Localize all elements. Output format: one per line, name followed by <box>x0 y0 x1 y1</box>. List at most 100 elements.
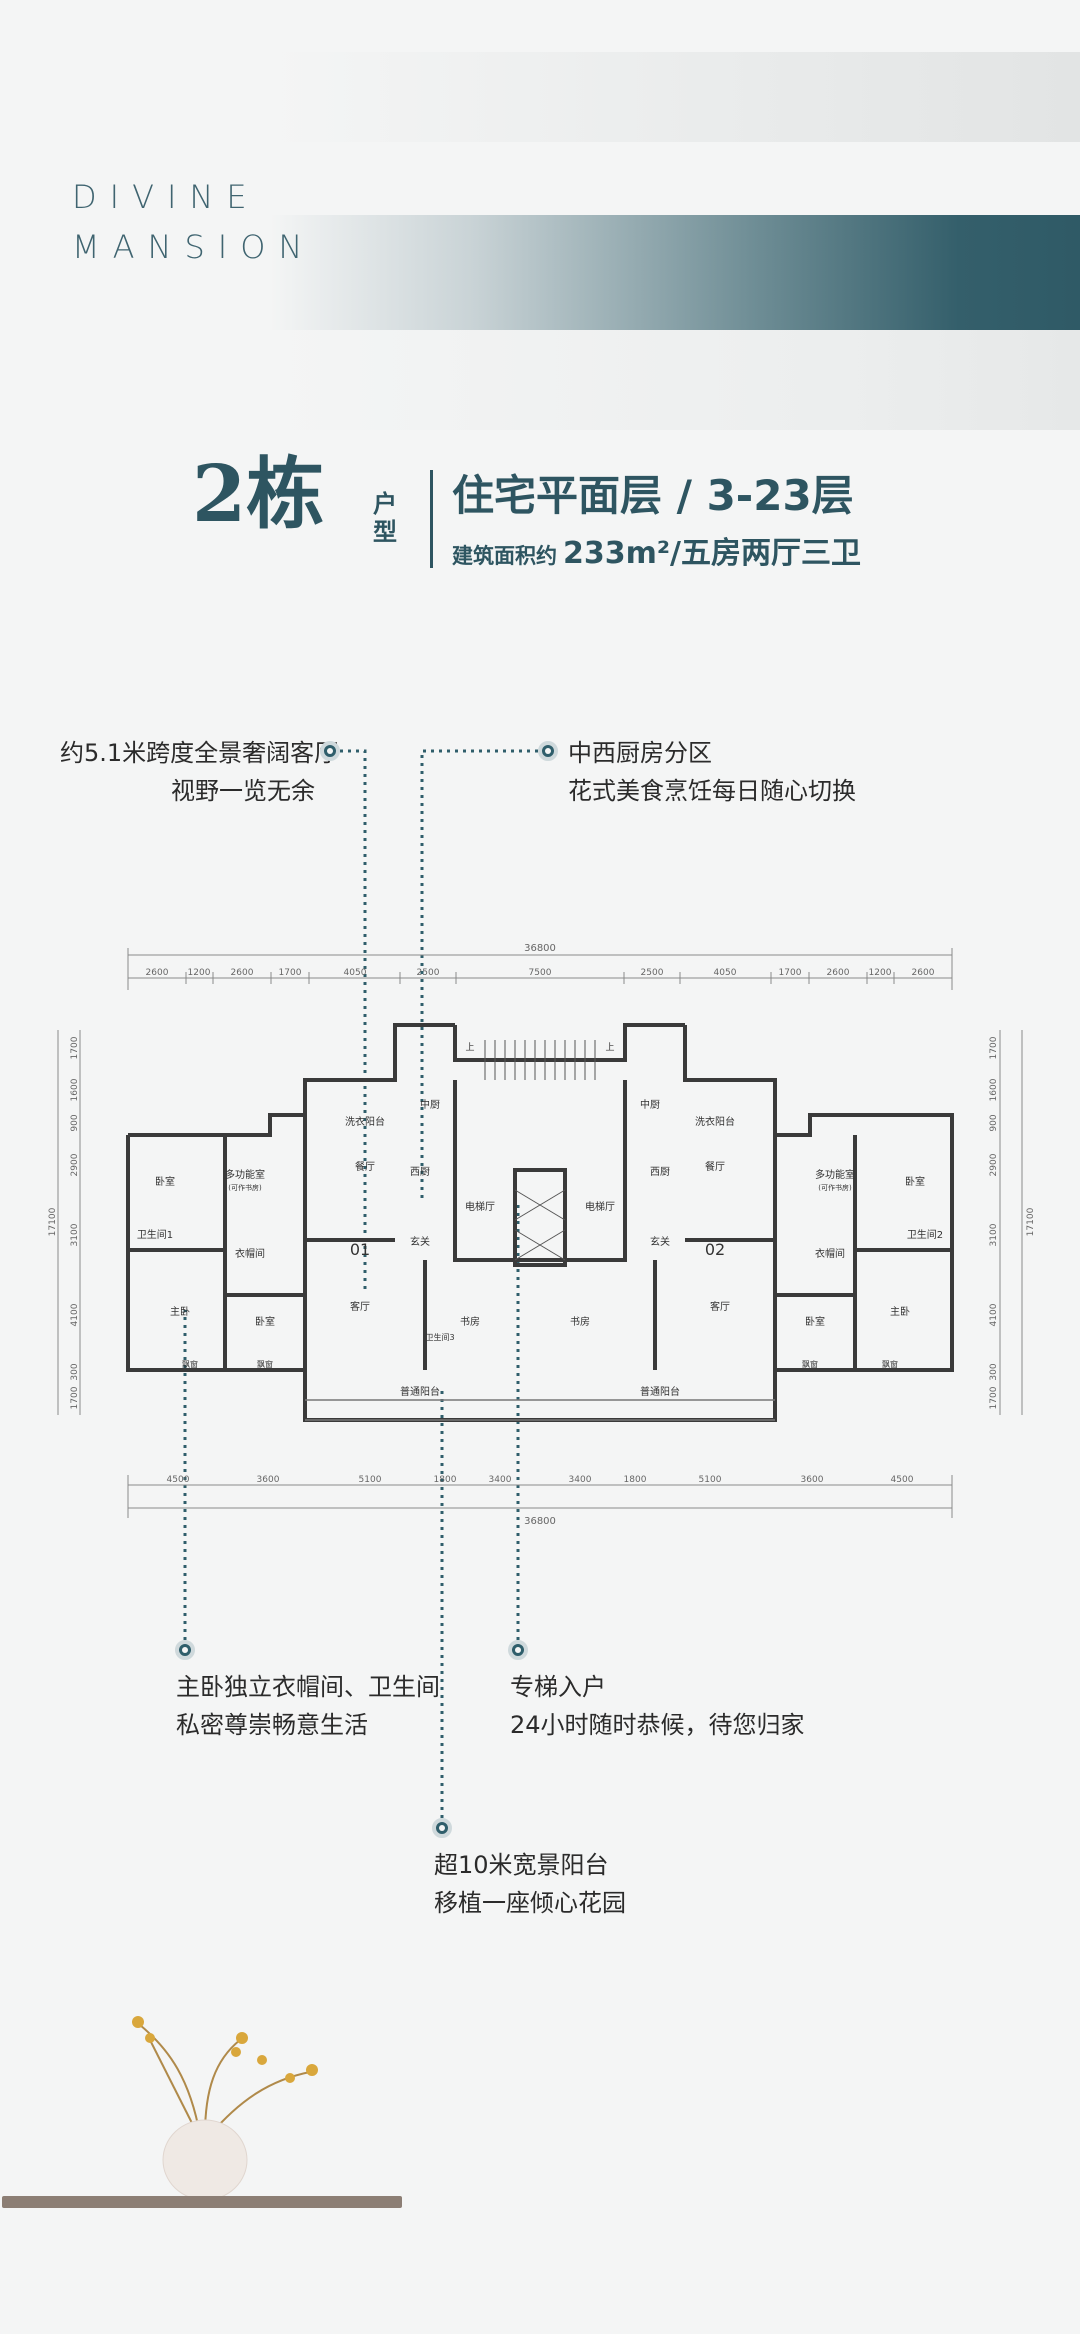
svg-text:3100: 3100 <box>989 1223 999 1246</box>
svg-text:2500: 2500 <box>417 968 440 978</box>
svg-text:主卧: 主卧 <box>890 1305 910 1318</box>
svg-text:餐厅: 餐厅 <box>355 1160 375 1173</box>
svg-text:衣帽间: 衣帽间 <box>815 1247 845 1260</box>
svg-text:中厨: 中厨 <box>420 1098 440 1111</box>
callout-master-line1: 主卧独立衣帽间、卫生间 <box>176 1673 440 1701</box>
svg-text:1200: 1200 <box>869 968 892 978</box>
callout-elevator-line2: 24小时随时恭候，待您归家 <box>510 1711 805 1739</box>
svg-text:1600: 1600 <box>70 1078 80 1101</box>
area-label: 建筑面积约 <box>452 544 557 568</box>
brand-wordmark: DIVINE MANSION <box>72 172 315 272</box>
svg-text:普通阳台: 普通阳台 <box>640 1385 680 1398</box>
floor-title: 住宅平面层 / 3-23层 <box>452 471 854 520</box>
callout-kitchen-line2: 花式美食烹饪每日随心切换 <box>568 777 856 805</box>
svg-text:卧室: 卧室 <box>155 1175 175 1188</box>
svg-text:300: 300 <box>989 1363 999 1380</box>
callout-kitchen-dot <box>538 741 558 761</box>
svg-text:1800: 1800 <box>624 1475 647 1485</box>
callout-balcony-line2: 移植一座倾心花园 <box>434 1889 626 1917</box>
svg-text:玄关: 玄关 <box>650 1235 670 1248</box>
callout-elevator-line1: 专梯入户 <box>510 1673 606 1701</box>
svg-text:2600: 2600 <box>231 968 254 978</box>
svg-text:(可作书房): (可作书房) <box>228 1183 262 1192</box>
svg-text:客厅: 客厅 <box>710 1300 730 1313</box>
svg-text:电梯厅: 电梯厅 <box>465 1200 495 1213</box>
callout-master-dot <box>175 1640 195 1660</box>
svg-text:电梯厅: 电梯厅 <box>585 1200 615 1213</box>
title-divider <box>430 470 433 568</box>
svg-text:卫生间2: 卫生间2 <box>907 1228 943 1241</box>
svg-text:(可作书房): (可作书房) <box>818 1183 852 1192</box>
svg-text:2900: 2900 <box>70 1153 80 1176</box>
callout-balcony: 超10米宽景阳台 移植一座倾心花园 <box>434 1846 626 1922</box>
svg-text:1700: 1700 <box>779 968 802 978</box>
bottom-total-dim: 36800 <box>524 1516 556 1527</box>
svg-text:4050: 4050 <box>714 968 737 978</box>
top-gradient-light <box>270 52 1080 142</box>
svg-text:4100: 4100 <box>70 1303 80 1326</box>
svg-text:3100: 3100 <box>70 1223 80 1246</box>
unit-01-label: 01 <box>350 1240 370 1259</box>
building-number: 2栋 <box>192 449 325 540</box>
bottom-dimension-lines <box>127 1475 953 1518</box>
callout-kitchen-line1: 中西厨房分区 <box>568 739 712 767</box>
svg-text:2600: 2600 <box>827 968 850 978</box>
svg-text:2600: 2600 <box>912 968 935 978</box>
callout-living: 约5.1米跨度全景奢阔客厅 视野一览无余 <box>60 734 339 810</box>
svg-text:3400: 3400 <box>569 1475 592 1485</box>
svg-text:飘窗: 飘窗 <box>802 1359 818 1369</box>
svg-text:1600: 1600 <box>989 1078 999 1101</box>
svg-text:900: 900 <box>989 1114 999 1131</box>
top-gradient-band <box>270 215 1080 330</box>
svg-text:飘窗: 飘窗 <box>257 1359 273 1369</box>
svg-text:书房: 书房 <box>570 1315 590 1328</box>
svg-text:卧室: 卧室 <box>905 1175 925 1188</box>
bottom-dimension-labels: 4500 3600 5100 1800 3400 3400 1800 5100 … <box>167 1475 914 1485</box>
brand-line-2: MANSION <box>72 228 316 266</box>
top-dimension-labels: 2600 1200 2600 1700 4050 2500 7500 2500 … <box>146 968 935 978</box>
svg-text:1200: 1200 <box>188 968 211 978</box>
svg-text:1800: 1800 <box>434 1475 457 1485</box>
room-labels: 卧室 多功能室 (可作书房) 卫生间1 衣帽间 主卧 卧室 餐厅 西厨 中厨 洗… <box>137 1042 943 1398</box>
callout-elevator: 专梯入户 24小时随时恭候，待您归家 <box>510 1668 805 1744</box>
svg-text:洗衣阳台: 洗衣阳台 <box>345 1115 385 1128</box>
svg-text:1700: 1700 <box>70 1036 80 1059</box>
right-total-dim: 17100 <box>1026 1207 1036 1236</box>
top-dimension-lines <box>127 948 953 990</box>
svg-text:1700: 1700 <box>279 968 302 978</box>
unit-02-label: 02 <box>705 1240 725 1259</box>
svg-text:书房: 书房 <box>460 1315 480 1328</box>
svg-text:7500: 7500 <box>529 968 552 978</box>
svg-text:上: 上 <box>605 1042 614 1053</box>
svg-text:4500: 4500 <box>891 1475 914 1485</box>
svg-text:上: 上 <box>465 1042 474 1053</box>
top-gradient-fade <box>270 330 1080 430</box>
svg-text:洗衣阳台: 洗衣阳台 <box>695 1115 735 1128</box>
svg-text:普通阳台: 普通阳台 <box>400 1385 440 1398</box>
vase-body <box>162 2119 248 2201</box>
svg-text:西厨: 西厨 <box>650 1166 670 1178</box>
plan-walls <box>126 1023 954 1422</box>
svg-text:5100: 5100 <box>359 1475 382 1485</box>
svg-text:餐厅: 餐厅 <box>705 1160 725 1173</box>
svg-text:中厨: 中厨 <box>640 1098 660 1111</box>
svg-text:客厅: 客厅 <box>350 1300 370 1313</box>
svg-text:飘窗: 飘窗 <box>882 1359 898 1369</box>
callout-living-dot <box>320 741 340 761</box>
top-total-dim: 36800 <box>524 943 556 954</box>
brand-line-1: DIVINE <box>72 178 260 216</box>
vase-decoration <box>2 2016 402 2208</box>
callout-living-line1: 约5.1米跨度全景奢阔客厅 <box>60 739 339 767</box>
svg-text:飘窗: 飘窗 <box>182 1359 198 1369</box>
svg-text:玄关: 玄关 <box>410 1235 430 1248</box>
floor-plan: 36800 2600 1200 2600 1700 4050 2500 7500… <box>48 943 1036 1527</box>
svg-text:卫生间3: 卫生间3 <box>425 1332 454 1342</box>
dried-branches <box>139 2024 311 2136</box>
callout-master: 主卧独立衣帽间、卫生间 私密尊崇畅意生活 <box>176 1668 440 1744</box>
svg-text:1700: 1700 <box>70 1386 80 1409</box>
svg-text:衣帽间: 衣帽间 <box>235 1247 265 1260</box>
svg-text:3600: 3600 <box>801 1475 824 1485</box>
svg-text:2900: 2900 <box>989 1153 999 1176</box>
unit-type-label: 户型 <box>373 489 397 546</box>
